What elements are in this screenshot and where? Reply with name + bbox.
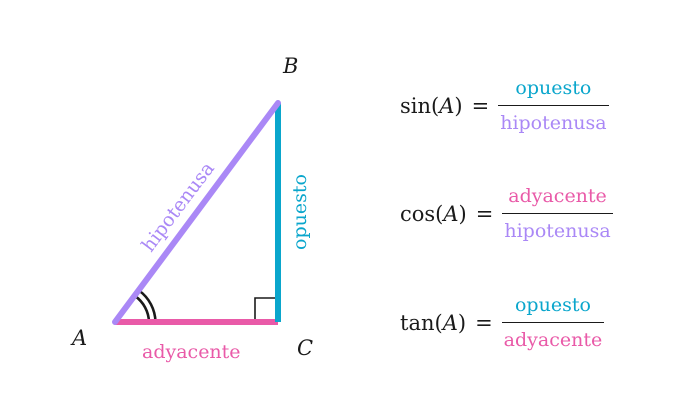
cosine-formula: cos(A) = adyacente hipotenusa	[400, 184, 613, 243]
vertex-label-b: B	[283, 54, 299, 78]
tangent-formula: tan(A) = opuesto adyacente	[400, 293, 605, 352]
cosine-fraction: adyacente hipotenusa	[502, 184, 613, 243]
cosine-denominator: hipotenusa	[504, 220, 611, 242]
opposite-label: opuesto	[288, 174, 311, 250]
cosine-function: cos(A)	[400, 201, 467, 226]
sine-formula: sin(A) = opuesto hipotenusa	[400, 76, 609, 135]
angle-arc-outer	[138, 289, 157, 323]
fraction-bar	[502, 213, 613, 214]
equals-sign: =	[475, 310, 493, 335]
tangent-numerator: opuesto	[514, 294, 591, 316]
sine-fraction: opuesto hipotenusa	[498, 76, 609, 135]
fraction-bar	[498, 105, 609, 106]
vertex-label-a: A	[72, 326, 88, 350]
tangent-denominator: adyacente	[503, 329, 603, 351]
right-angle-marker	[254, 297, 278, 322]
equals-sign: =	[475, 201, 494, 226]
vertex-label-c: C	[297, 336, 314, 360]
sine-function: sin(A)	[400, 93, 463, 118]
equals-sign: =	[471, 93, 490, 118]
cosine-numerator: adyacente	[508, 185, 607, 207]
tangent-fraction: opuesto adyacente	[501, 293, 605, 352]
adjacent-label: adyacente	[142, 341, 241, 363]
sine-numerator: opuesto	[515, 77, 592, 99]
fraction-bar	[501, 322, 605, 323]
hypotenuse-side	[112, 100, 281, 325]
sine-denominator: hipotenusa	[500, 112, 607, 134]
tangent-function: tan(A)	[400, 310, 467, 335]
